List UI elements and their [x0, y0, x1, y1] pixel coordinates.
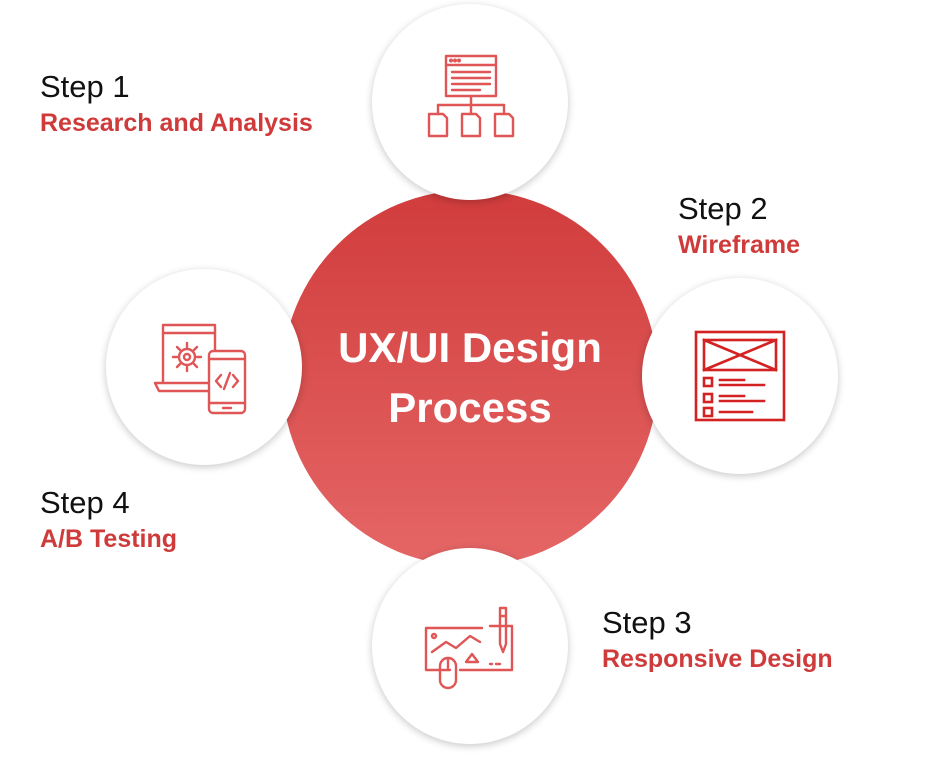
devices-testing-icon [153, 323, 247, 415]
design-tablet-icon [424, 606, 514, 690]
step-3-label: Step 3 Responsive Design [602, 604, 833, 676]
step-1-title: Research and Analysis [40, 109, 313, 137]
center-circle: UX/UI Design Process [282, 190, 658, 566]
step-4-label: Step 4 A/B Testing [40, 484, 177, 556]
step-3-title: Responsive Design [602, 645, 833, 673]
step-1-label: Step 1 Research and Analysis [40, 68, 313, 140]
step-1-number: Step 1 [40, 69, 130, 104]
step-4-number: Step 4 [40, 485, 130, 520]
center-title-line-2: Process [388, 384, 552, 431]
step-4-node [106, 269, 302, 465]
center-title-line-1: UX/UI Design [338, 324, 602, 371]
sitemap-icon [427, 54, 515, 138]
step-2-number: Step 2 [678, 191, 768, 226]
step-1-node [372, 4, 568, 200]
step-3-number: Step 3 [602, 605, 692, 640]
step-3-node [372, 548, 568, 744]
step-2-node [642, 278, 838, 474]
step-2-title: Wireframe [678, 231, 801, 259]
step-4-title: A/B Testing [40, 525, 178, 553]
wireframe-icon [694, 330, 786, 422]
step-2-label: Step 2 Wireframe [678, 190, 800, 262]
